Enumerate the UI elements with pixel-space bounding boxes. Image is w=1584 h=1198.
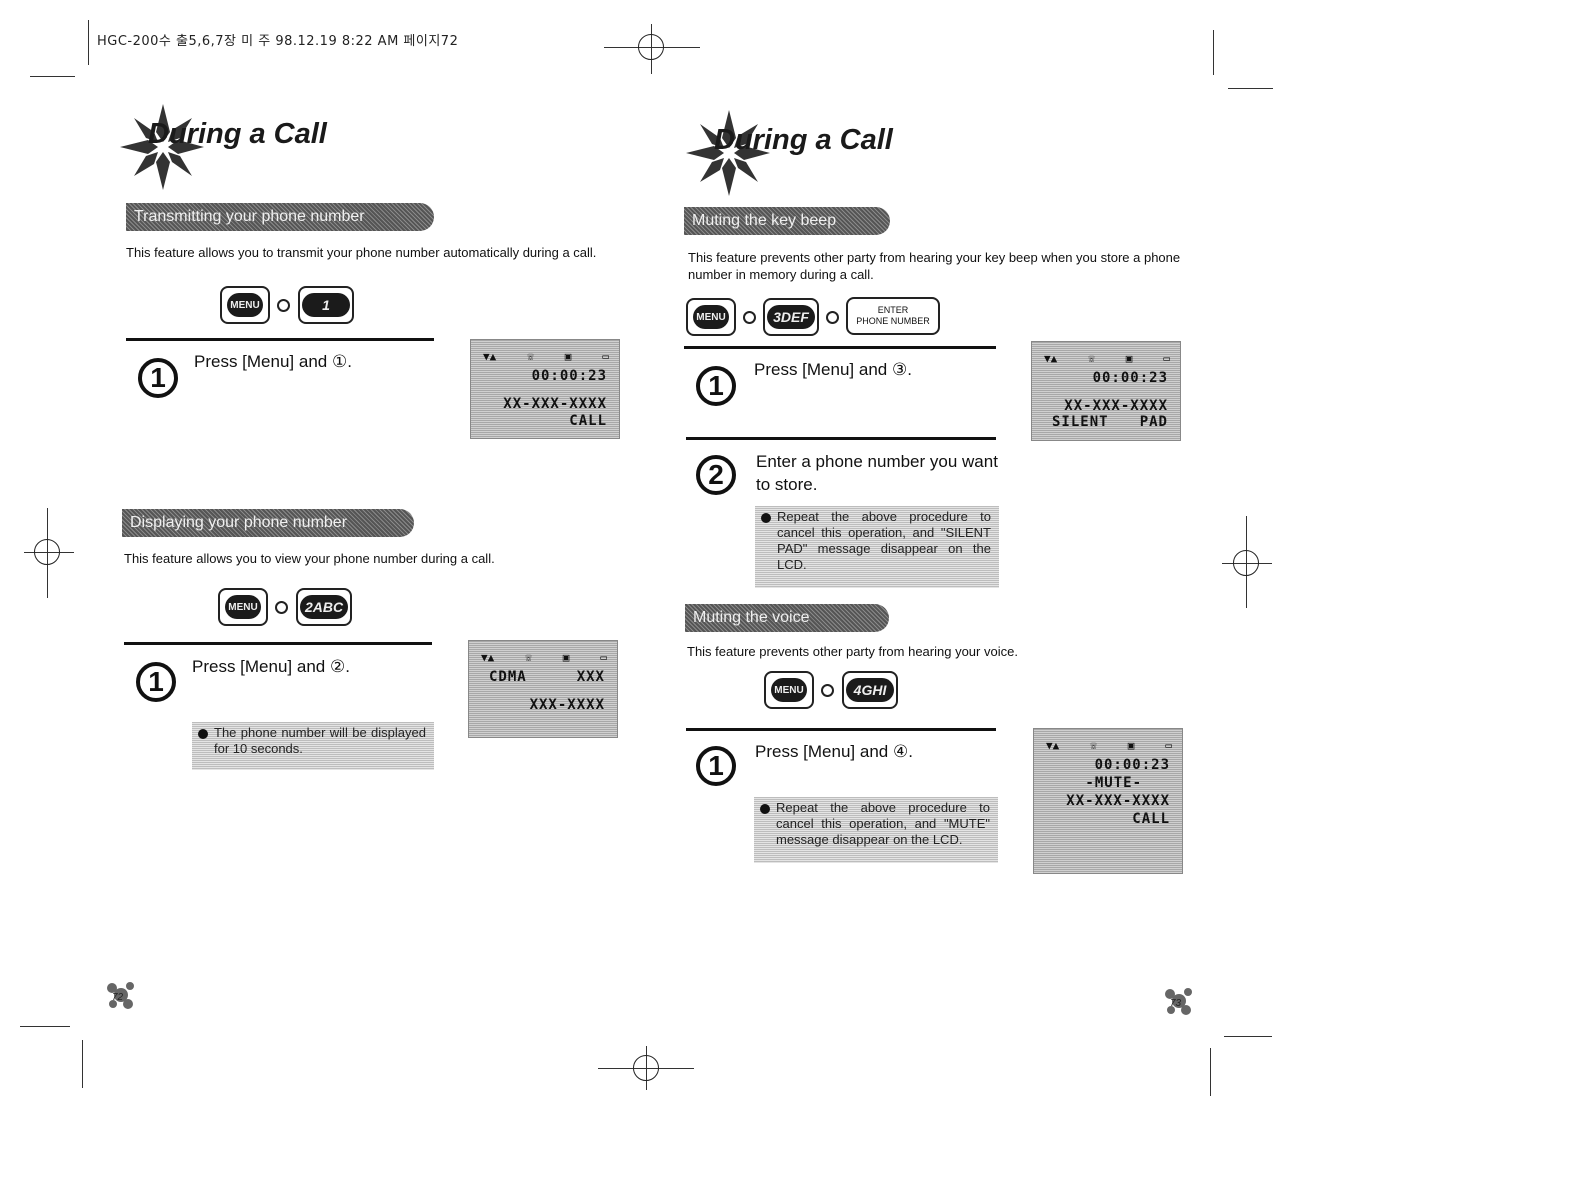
crop-mark xyxy=(1210,1048,1211,1096)
key-connector xyxy=(275,601,288,614)
page-number-left: 72 xyxy=(112,992,124,1003)
step-number-1: 1 xyxy=(136,662,176,702)
print-header: HGC-200수 출5,6,7장 미 주 98.12.19 8:22 AM 페이… xyxy=(97,34,459,49)
menu-key: MENU xyxy=(764,671,814,709)
flower-icon xyxy=(686,110,770,196)
section-description: This feature allows you to view your pho… xyxy=(124,551,495,566)
crop-mark xyxy=(30,76,75,77)
crop-mark xyxy=(1224,1036,1272,1037)
key-connector xyxy=(826,311,839,324)
lcd-screen-display: ▼▲☏▣▭ CDMA XXX XXX-XXXX xyxy=(468,640,618,738)
step-rule xyxy=(686,437,996,440)
page-title-left: During a Call xyxy=(148,118,327,150)
bullet-icon xyxy=(760,804,770,814)
flower-icon xyxy=(120,104,204,190)
section-heading-voice: Muting the voice xyxy=(685,604,889,632)
menu-key: MENU xyxy=(218,588,268,626)
lcd-screen-transmit: ▼▲☏▣▭ 00:00:23 XX-XXX-XXXX CALL xyxy=(470,339,620,439)
signal-icon: ▼▲ xyxy=(481,651,495,664)
section-heading-display: Displaying your phone number xyxy=(122,509,414,537)
step-text: Enter a phone number you want to store. xyxy=(756,452,998,494)
crop-mark xyxy=(1213,30,1214,75)
message-icon: ▣ xyxy=(564,350,572,363)
step-text: Press [Menu] and ③. xyxy=(754,360,912,379)
crop-mark xyxy=(20,1026,70,1027)
section-description: This feature prevents other party from h… xyxy=(688,250,1181,282)
bullet-icon xyxy=(198,729,208,739)
step-rule xyxy=(686,728,996,731)
phone-icon: ☏ xyxy=(527,350,534,363)
lcd-screen-voice: ▼▲☏▣▭ 00:00:23 -MUTE- XX-XXX-XXXX CALL xyxy=(1033,728,1183,874)
key-connector xyxy=(821,684,834,697)
note-box: Repeat the above procedure to cancel thi… xyxy=(754,797,998,863)
key-4: 4GHI xyxy=(842,671,898,709)
key-connector xyxy=(743,311,756,324)
step-number-1: 1 xyxy=(696,746,736,786)
battery-icon: ▭ xyxy=(600,651,607,664)
lcd-screen-key-beep: ▼▲☏▣▭ 00:00:23 XX-XXX-XXXX SILENT PAD xyxy=(1031,341,1181,441)
crop-mark xyxy=(82,1040,83,1088)
section-description: This feature prevents other party from h… xyxy=(687,644,1018,659)
step-text: Press [Menu] and ①. xyxy=(194,352,352,371)
step-number-1: 1 xyxy=(696,366,736,406)
flower-icon xyxy=(1165,988,1192,1015)
key-1: 1 xyxy=(298,286,354,324)
note-box: Repeat the above procedure to cancel thi… xyxy=(755,506,999,588)
phone-icon: ☏ xyxy=(525,651,532,664)
page-number-right: 73 xyxy=(1170,998,1182,1009)
message-icon: ▣ xyxy=(1125,352,1133,365)
battery-icon: ▭ xyxy=(602,350,609,363)
key-connector xyxy=(277,299,290,312)
phone-icon: ☏ xyxy=(1088,352,1095,365)
step-text: Press [Menu] and ④. xyxy=(755,742,913,761)
step-number-1: 1 xyxy=(138,358,178,398)
signal-icon: ▼▲ xyxy=(1044,352,1058,365)
step-text: Press [Menu] and ②. xyxy=(192,657,350,676)
section-description: This feature allows you to transmit your… xyxy=(126,245,597,260)
phone-icon: ☏ xyxy=(1090,739,1097,752)
message-icon: ▣ xyxy=(562,651,570,664)
step-number-2: 2 xyxy=(696,455,736,495)
step-rule xyxy=(126,338,434,341)
note-box: The phone number will be displayed for 1… xyxy=(192,722,434,770)
page-title-right: During a Call xyxy=(714,124,893,156)
step-rule xyxy=(684,346,996,349)
menu-key: MENU xyxy=(220,286,270,324)
flower-icon xyxy=(107,982,134,1009)
section-heading-transmit: Transmitting your phone number xyxy=(126,203,434,231)
crop-mark xyxy=(88,20,89,65)
battery-icon: ▭ xyxy=(1163,352,1170,365)
key-3: 3DEF xyxy=(763,298,819,336)
signal-icon: ▼▲ xyxy=(483,350,497,363)
bullet-icon xyxy=(761,513,771,523)
key-2: 2ABC xyxy=(296,588,352,626)
signal-icon: ▼▲ xyxy=(1046,739,1060,752)
menu-key: MENU xyxy=(686,298,736,336)
step-rule xyxy=(124,642,432,645)
crop-mark xyxy=(1228,88,1273,89)
message-icon: ▣ xyxy=(1127,739,1135,752)
section-heading-key-beep: Muting the key beep xyxy=(684,207,890,235)
battery-icon: ▭ xyxy=(1165,739,1172,752)
